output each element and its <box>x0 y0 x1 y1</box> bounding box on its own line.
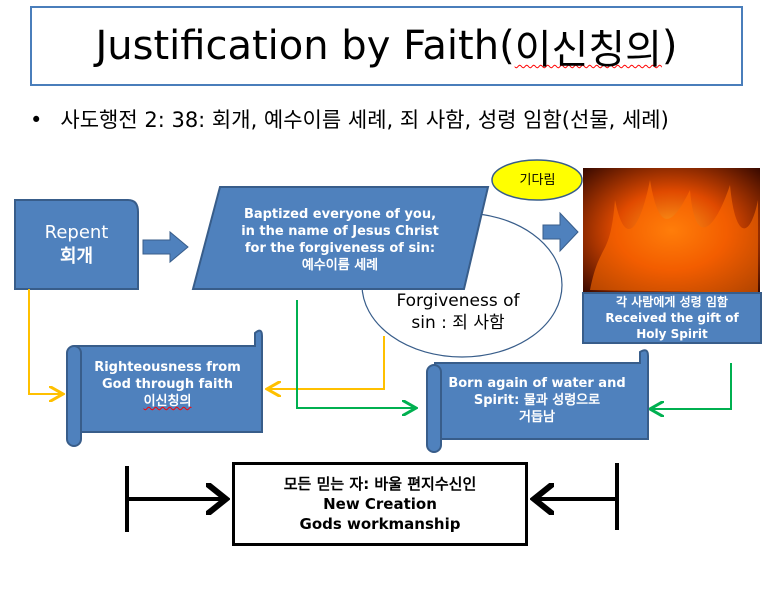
yellow-connector <box>267 336 385 389</box>
text-line: Baptized everyone of you, <box>243 207 437 222</box>
gift-label: 각 사람에게 성령 임함 Received the gift of Holy Spi… <box>583 293 761 343</box>
title-korean: 이신칭의 <box>514 27 662 73</box>
fire-flames <box>590 180 758 293</box>
bullet-text: 사도행전 2: 38: 회개, 예수이름 세례, 죄 사함, 성령 임함(선물,… <box>60 108 669 132</box>
text-line: Born again of water and <box>448 375 626 391</box>
text-line: sin : 죄 사함 <box>411 313 505 333</box>
text-line: 모든 믿는 자: 바울 편지수신인 <box>283 475 477 493</box>
title-main: Justification by Faith( <box>95 23 515 69</box>
text-line: Gods workmanship <box>299 515 461 533</box>
text-line: Holy Spirit <box>636 327 708 341</box>
text-line: for the forgiveness of sin: <box>244 241 436 256</box>
repent-box <box>14 199 139 290</box>
text-line: 거듭남 <box>519 409 555 425</box>
text-line: Forgiveness of <box>396 291 520 311</box>
waiting-oval <box>491 159 583 201</box>
waiting-label: 기다림 <box>519 172 556 188</box>
baptized-label: Baptized everyone of you, in the name of … <box>215 195 465 285</box>
righteousness-scroll <box>66 329 263 447</box>
born-again-scroll <box>426 349 649 453</box>
title-close: ) <box>661 23 678 69</box>
text-line: 예수이름 세례 <box>301 258 379 273</box>
text-line: New Creation <box>323 495 437 513</box>
text-line: in the name of Jesus Christ <box>241 224 439 239</box>
text-line: 이신칭의 <box>143 394 192 409</box>
arrow-right-icon <box>142 230 189 264</box>
repent-en: Repent <box>44 221 109 243</box>
green-connector <box>650 363 732 409</box>
text-line: 각 사람에게 성령 임함 <box>616 295 728 309</box>
text-line: Spirit: 물과 성령으로 <box>473 392 601 408</box>
repent-kr: 회개 <box>59 245 94 267</box>
text-line: Righteousness from <box>94 360 241 375</box>
title-box: Justification by Faith(이신칭의) <box>30 6 743 86</box>
bullet-point: •사도행전 2: 38: 회개, 예수이름 세례, 죄 사함, 성령 임함(선물… <box>30 108 669 132</box>
text-line: Received the gift of <box>605 311 739 325</box>
gift-box <box>582 292 762 344</box>
text-line: God through faith <box>102 377 233 392</box>
arrow-right-icon <box>542 211 579 253</box>
baptized-parallelogram <box>191 186 490 290</box>
yellow-connector <box>28 289 63 394</box>
green-connector <box>296 300 416 408</box>
